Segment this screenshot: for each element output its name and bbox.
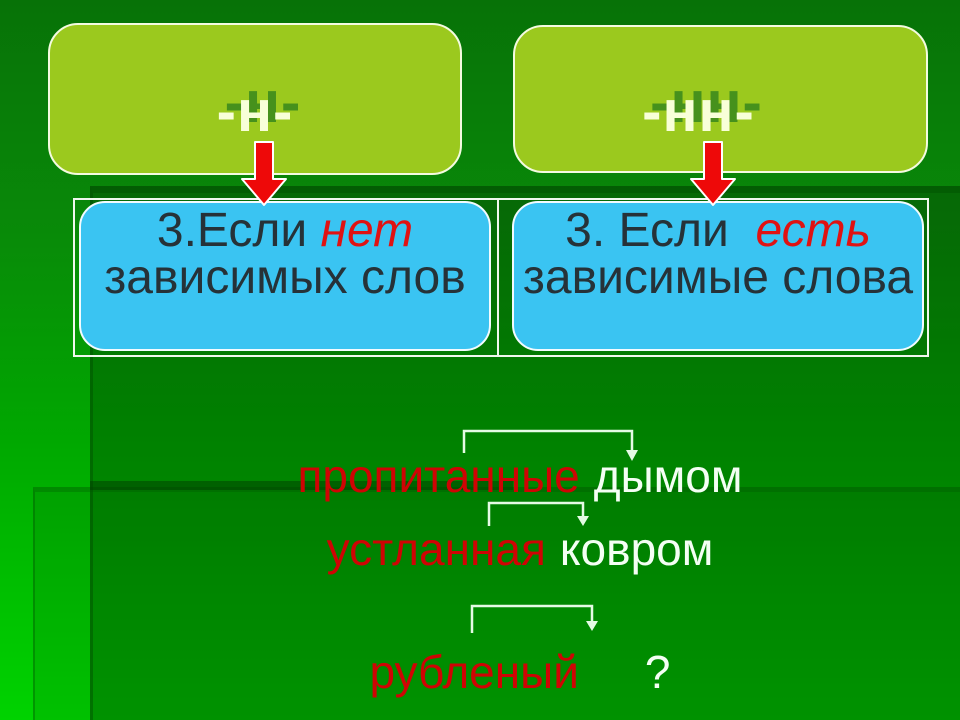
rule-line2: зависимые слова (522, 251, 914, 304)
rule-prefix: 3.Если (156, 204, 321, 257)
rule-line2: зависимых слов (104, 251, 466, 304)
down-arrow-icon (690, 141, 736, 206)
example-participle: рубленый (369, 646, 579, 698)
rule-box-no-dependents: 3.Если нет зависимых слов (79, 201, 491, 351)
rules-frame (73, 198, 929, 357)
rule-keyword: есть (755, 204, 871, 257)
dependency-arrow-3 (470, 604, 598, 633)
rule-line1: 3.Если нет (81, 204, 489, 257)
example-pair: рубленый? (80, 648, 960, 696)
background-edge-bar (90, 481, 513, 490)
header-label-n: -н- (216, 78, 294, 144)
example-question-mark: ? (644, 646, 671, 698)
rule-prefix: 3. Если (565, 204, 756, 257)
example-participle: устланная (326, 523, 546, 575)
down-arrow-icon (241, 141, 287, 206)
dependency-arrow-1 (462, 429, 638, 461)
header-label-nn: -нн- (642, 78, 755, 144)
example-dependent: ковром (559, 523, 714, 575)
rule-line1: 3. Если есть (514, 204, 922, 257)
rule-keyword: нет (320, 204, 414, 257)
rule-box-has-dependents: 3. Если есть зависимые слова (512, 201, 924, 351)
example-dependent: дымом (593, 450, 743, 502)
frame-divider (497, 200, 499, 355)
dependency-arrow-2 (487, 501, 589, 526)
example-participle: пропитанные (297, 450, 580, 502)
